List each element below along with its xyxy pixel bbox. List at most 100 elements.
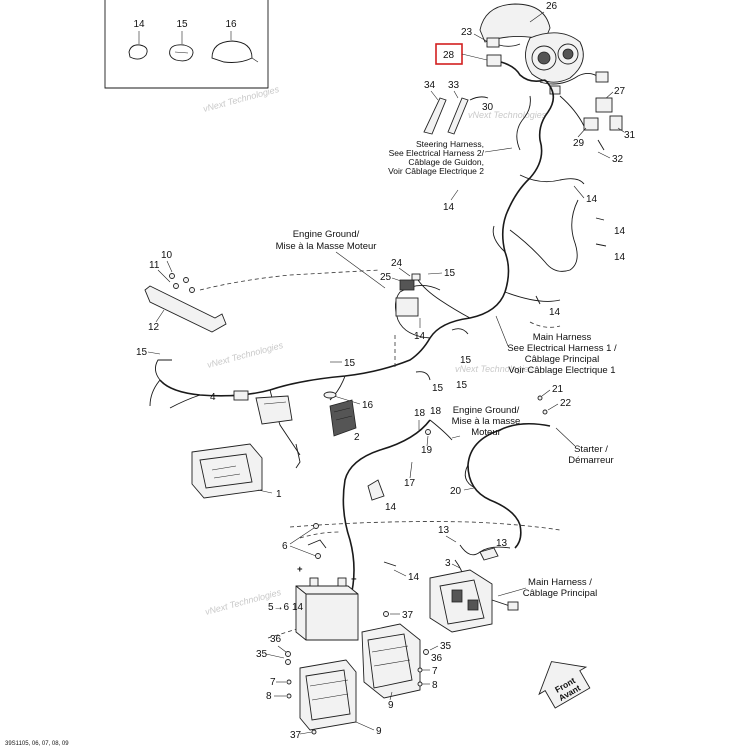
bracket-assembly: 10 11 12 15 15 (136, 250, 356, 369)
svg-text:Steering Harness,: Steering Harness, (416, 139, 484, 149)
watermark: vNext Technologies (206, 340, 285, 370)
callout-16: 16 (362, 400, 374, 411)
positive-terminal-label: + (297, 564, 303, 575)
callout-35: 35 (256, 649, 268, 660)
callout-14: 14 (586, 194, 598, 205)
callout-8: 8 (432, 680, 438, 691)
callout-19: 19 (421, 445, 433, 456)
tie-wrap-icon (128, 44, 148, 60)
callout-16: 16 (225, 19, 237, 30)
svg-text:Main Harness: Main Harness (533, 332, 592, 343)
callout-28: 28 (443, 50, 455, 61)
callout-10: 10 (161, 250, 173, 261)
svg-text:Démarreur: Démarreur (568, 455, 613, 466)
callout-21: 21 (552, 384, 564, 395)
callout-32: 32 (612, 154, 624, 165)
callout-23: 23 (461, 27, 473, 38)
callout-14: 14 (443, 202, 455, 213)
svg-text:Voir Câblage Electrique 2: Voir Câblage Electrique 2 (388, 166, 484, 176)
drawing-code: 39S1105, 06, 07, 08, 09 (5, 741, 69, 747)
battery-icon (295, 585, 359, 641)
battery-assembly: 6 + − 5→6 (268, 523, 359, 641)
callout-9: 9 (376, 726, 382, 737)
watermarks: vNext Technologies vNext Technologies vN… (202, 84, 547, 617)
callout-33: 33 (448, 80, 460, 91)
callout-29: 29 (573, 138, 585, 149)
callout-14: 14 (414, 331, 426, 342)
regulator-parts: 4 16 2 1 (191, 390, 374, 500)
svg-text:Mise à la Masse Moteur: Mise à la Masse Moteur (276, 241, 377, 252)
negative-terminal-label: − (351, 574, 357, 585)
upper-harness-parts: 23 28 34 33 30 27 29 31 32 (423, 27, 636, 165)
callout-30: 30 (482, 102, 494, 113)
svg-text:Main Harness /: Main Harness / (528, 577, 592, 588)
large-tie-icon (211, 40, 253, 63)
svg-text:See Electrical Harness 2/: See Electrical Harness 2/ (389, 148, 485, 158)
svg-text:Moteur: Moteur (471, 427, 501, 438)
callout-37: 37 (402, 610, 414, 621)
callout-7: 7 (432, 666, 438, 677)
svg-text:See Electrical Harness 1 /: See Electrical Harness 1 / (507, 343, 617, 354)
callout-14: 14 (385, 502, 397, 513)
upper-tie-callouts: 14 14 14 14 14 (443, 185, 626, 318)
watermark: vNext Technologies (455, 364, 534, 374)
engine-ground-top-label: Engine Ground/ Mise à la Masse Moteur (276, 229, 386, 289)
callout-36: 36 (270, 634, 282, 645)
callout-2: 2 (354, 432, 360, 443)
callout-3: 3 (445, 558, 451, 569)
callout-31: 31 (624, 130, 636, 141)
callout-15: 15 (460, 355, 472, 366)
callout-22: 22 (560, 398, 572, 409)
callout-14: 14 (408, 572, 420, 583)
callout-13: 13 (438, 525, 450, 536)
gauge-cluster: 26 (479, 1, 584, 83)
callout-15: 15 (456, 380, 468, 391)
callout-17: 17 (404, 478, 416, 489)
svg-text:Câblage Principal: Câblage Principal (523, 588, 597, 599)
callout-37: 37 (290, 730, 302, 741)
callout-1: 1 (276, 489, 282, 500)
callout-36: 36 (431, 653, 443, 664)
svg-text:Câblage de Guidon,: Câblage de Guidon, (408, 157, 484, 167)
inset-box: 14 15 16 (104, 0, 269, 89)
callout-15: 15 (344, 358, 356, 369)
connector-icon (486, 54, 502, 67)
callout-11: 11 (149, 260, 160, 271)
battery-tray: 36 35 7 8 37 9 9 37 35 36 7 8 (256, 610, 452, 741)
engine-ground-mid: Engine Ground/ Mise à la masse Moteur 18… (404, 405, 520, 489)
callout-15: 15 (176, 19, 188, 30)
callout-14: 14 (614, 226, 626, 237)
svg-text:Mise à la masse: Mise à la masse (452, 416, 521, 427)
callout-13: 13 (496, 538, 508, 549)
callout-26: 26 (546, 1, 558, 12)
svg-text:Starter /: Starter / (574, 444, 608, 455)
callout-15: 15 (444, 268, 456, 279)
callout-12: 12 (148, 322, 160, 333)
callout-14: 14 (133, 19, 145, 30)
steering-harness-label: Steering Harness, See Electrical Harness… (388, 139, 513, 176)
callout-27: 27 (614, 86, 626, 97)
callout-14: 14 (292, 602, 304, 613)
svg-text:Voir Câblage Electrique 1: Voir Câblage Electrique 1 (508, 365, 615, 376)
routing-lines (199, 269, 561, 639)
front-arrow-icon: Front Avant (538, 661, 591, 709)
callout-5-6: 5→6 (268, 602, 290, 613)
callout-8: 8 (266, 691, 272, 702)
svg-text:Câblage Principal: Câblage Principal (525, 354, 599, 365)
callout-14: 14 (614, 252, 626, 263)
callout-6: 6 (282, 541, 288, 552)
svg-text:Engine Ground/: Engine Ground/ (453, 405, 520, 416)
engine-ground-connectors: 24 25 15 14 15 15 (380, 258, 472, 394)
callout-18: 18 (430, 406, 442, 417)
clamp-icon (169, 44, 194, 62)
callout-34: 34 (424, 80, 436, 91)
watermark: vNext Technologies (468, 110, 547, 120)
main-harness-label: Main Harness See Electrical Harness 1 / … (495, 315, 617, 376)
callout-24: 24 (391, 258, 403, 269)
callout-35: 35 (440, 641, 452, 652)
callout-25: 25 (380, 272, 392, 283)
callout-14: 14 (549, 307, 561, 318)
callout-15: 15 (432, 383, 444, 394)
callout-18: 18 (414, 408, 426, 419)
